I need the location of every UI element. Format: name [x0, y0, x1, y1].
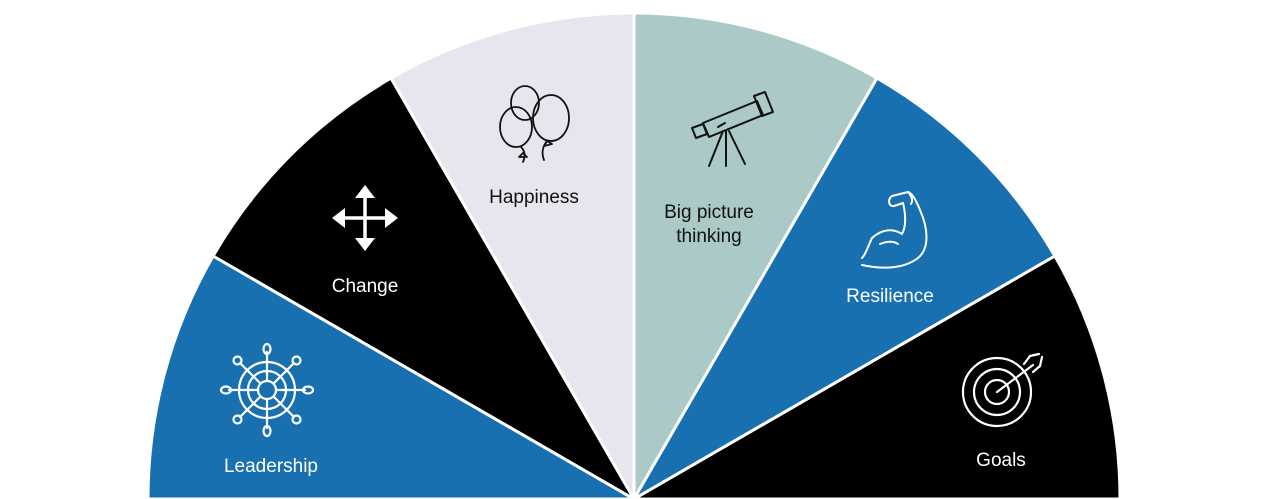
label-big-picture-line-2: thinking: [676, 226, 742, 247]
segment-change: [211, 76, 636, 499]
label-happiness: Happiness: [489, 187, 579, 208]
move-arrows-icon: [332, 185, 398, 251]
segment-happiness: [389, 11, 636, 499]
labels-layer: Leadership Change Happiness Big picture …: [224, 187, 1026, 477]
segment-leadership: [146, 254, 636, 499]
segments-layer: [146, 11, 1122, 499]
label-resilience: Resilience: [846, 286, 934, 307]
flexed-arm-icon: [861, 191, 928, 269]
label-big-picture-line-1: Big picture: [664, 202, 754, 223]
label-goals: Goals: [976, 450, 1026, 471]
telescope-icon: [691, 91, 774, 167]
segment-resilience: [632, 76, 1057, 499]
label-leadership: Leadership: [224, 456, 318, 477]
label-change: Change: [332, 276, 399, 297]
target-arrow-icon: [961, 352, 1044, 428]
balloons-icon: [499, 85, 570, 163]
segment-goals: [632, 254, 1122, 499]
ship-wheel-icon: [219, 342, 315, 438]
